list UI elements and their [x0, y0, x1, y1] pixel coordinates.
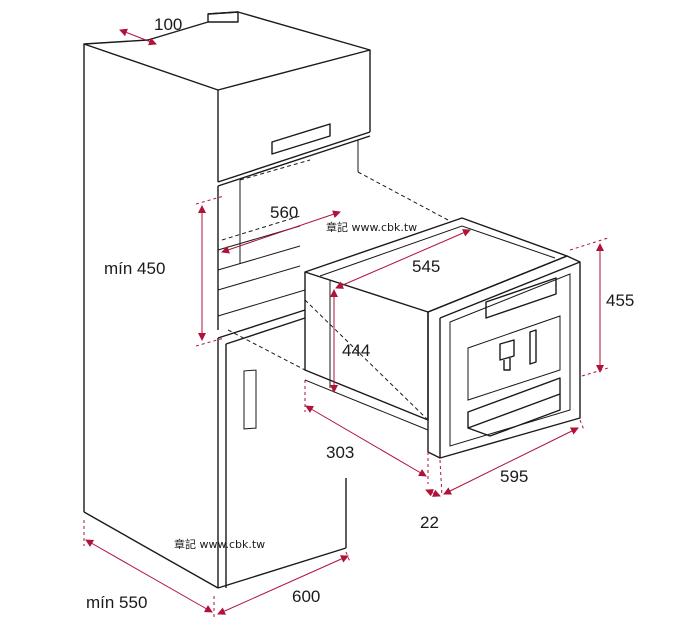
label-444: 444	[342, 341, 370, 360]
dim-303-line	[305, 405, 427, 477]
dim-595-line	[443, 427, 579, 495]
label-100: 100	[154, 15, 182, 34]
dim-560-line	[221, 210, 341, 254]
dim-22-line	[425, 489, 441, 497]
label-455: 455	[606, 291, 634, 310]
dimensions	[83, 28, 609, 620]
watermark-upper: 章記 www.cbk.tw	[326, 220, 417, 234]
label-545: 545	[412, 257, 440, 276]
dim-600-line	[217, 555, 349, 615]
labels: 100 560 mín 450 545 455 444 303 595 22 m…	[86, 15, 634, 612]
label-22: 22	[420, 513, 439, 532]
label-min450: mín 450	[104, 259, 165, 278]
label-303: 303	[326, 443, 354, 462]
dim-min550-line	[85, 539, 213, 613]
cabinet	[83, 11, 449, 589]
watermark-lower: 章記 www.cbk.tw	[174, 537, 265, 551]
label-600: 600	[292, 587, 320, 606]
dim-100-line	[119, 28, 157, 46]
dim-545-line	[335, 229, 471, 289]
watermarks: 章記 www.cbk.tw 章記 www.cbk.tw	[174, 220, 417, 551]
label-595: 595	[500, 467, 528, 486]
label-560: 560	[270, 203, 298, 222]
label-min550: mín 550	[86, 593, 147, 612]
coffee-machine	[304, 217, 581, 459]
